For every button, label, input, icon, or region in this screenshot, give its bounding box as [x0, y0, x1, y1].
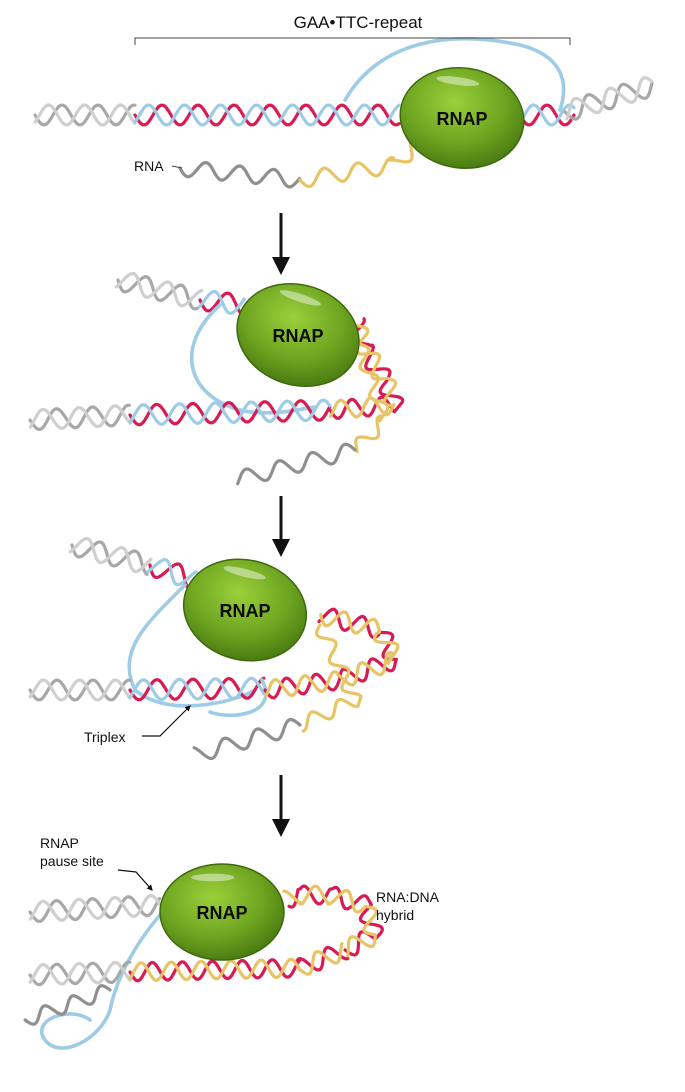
p1-rnap-body	[399, 66, 525, 170]
p2-lower-repeat-strand-b	[128, 398, 332, 426]
p2-rnap	[236, 282, 360, 388]
triplex-label: Triplex	[84, 729, 126, 745]
p3-rna-tail	[192, 717, 302, 761]
p4-rnap-label: RNAP	[196, 903, 247, 923]
p3-loop-hybrid-strand-a	[263, 607, 398, 700]
p2-lower-flank-strand-b	[28, 404, 132, 431]
p4-upper-flank-strand-a	[28, 895, 162, 924]
pause-site-label-line2: pause site	[40, 853, 104, 869]
p1-mid-strand-a	[518, 103, 576, 127]
p3-rna-nascent	[301, 623, 363, 733]
p2-lower-flank-strand-a	[28, 403, 131, 432]
p2-rna-nascent	[349, 328, 390, 454]
p2-rnap-highlight	[279, 290, 321, 306]
p2-rna-tail	[236, 442, 357, 486]
p3-rnap-body	[182, 558, 308, 662]
rna-label-leader	[171, 165, 183, 169]
p2-loop-hybrid-strand-a	[328, 317, 405, 420]
p2-upper-flank-strand-b	[114, 271, 204, 308]
p3-loop-hybrid-strand-b	[264, 610, 400, 698]
p3-lower-flank-strand-a	[28, 678, 132, 702]
p3-upper-flank-strand-a	[70, 540, 149, 576]
panel-step-3: RNAP	[28, 536, 400, 761]
p4-lower-flank-strand-b	[28, 960, 132, 986]
p1-rnap	[399, 66, 525, 170]
p3-rnap-label: RNAP	[219, 601, 270, 621]
rna-label: RNA	[134, 158, 164, 174]
triplex-pointer	[142, 705, 191, 737]
p1-mid-strand-b	[518, 103, 576, 127]
p3-upper-flank-strand-b	[68, 536, 153, 574]
p2-upper-flank-strand-a	[116, 274, 200, 311]
p1-right-flank-strand-b	[565, 76, 654, 121]
panel-step-1: RNAP	[33, 37, 654, 189]
p1-rna-tail	[178, 161, 302, 189]
p2-rnap-body	[236, 282, 360, 388]
p4-rna-tail	[23, 984, 112, 1026]
p3-upper-repeat-strand-b	[146, 557, 198, 587]
p1-template-bubble	[343, 37, 566, 112]
p1-repeat-strand-a	[133, 103, 401, 127]
p4-lower-flank-strand-a	[28, 960, 132, 987]
p2-rnap-label: RNAP	[272, 326, 323, 346]
p4-rnap	[159, 863, 285, 961]
repeat-label: GAA•TTC-repeat	[294, 13, 423, 32]
p4-rnap-body	[159, 863, 285, 961]
p3-rnap-highlight	[223, 566, 266, 580]
p1-repeat-strand-b	[133, 103, 401, 127]
p1-rna-nascent	[298, 134, 416, 189]
p2-upper-repeat-strand-a	[198, 291, 245, 317]
p1-left-flank-strand-b	[33, 103, 137, 127]
panel-step-4: RNAP	[23, 863, 384, 1050]
p2-lower-repeat-strand-a	[128, 399, 332, 427]
repeat-bracket	[134, 37, 571, 45]
p2-upper-repeat-strand-b	[197, 289, 246, 316]
p4-upper-flank-strand-b	[28, 893, 162, 922]
hybrid-label-line2: hybrid	[376, 907, 414, 923]
p1-rnap-label: RNAP	[436, 109, 487, 129]
p4-lower-hybrid-strand-b	[128, 942, 344, 982]
hybrid-label-line1: RNA:DNA	[376, 889, 440, 905]
pause-site-label-line1: RNAP	[40, 835, 79, 851]
p4-hybrid-loop-strand-b	[282, 884, 379, 958]
panel-step-2: RNAP	[28, 271, 405, 486]
p3-triplex-strand-a	[128, 676, 266, 702]
p3-triplex-strand-b	[128, 676, 266, 702]
p1-right-flank-strand-a	[563, 80, 654, 121]
p3-rnap	[182, 558, 308, 662]
p1-rnap-highlight	[436, 76, 480, 87]
p1-left-flank-strand-a	[33, 103, 137, 127]
p3-lower-flank-strand-b	[28, 678, 132, 702]
p4-rnap-highlight	[191, 873, 235, 882]
pause-site-pointer	[117, 869, 153, 891]
